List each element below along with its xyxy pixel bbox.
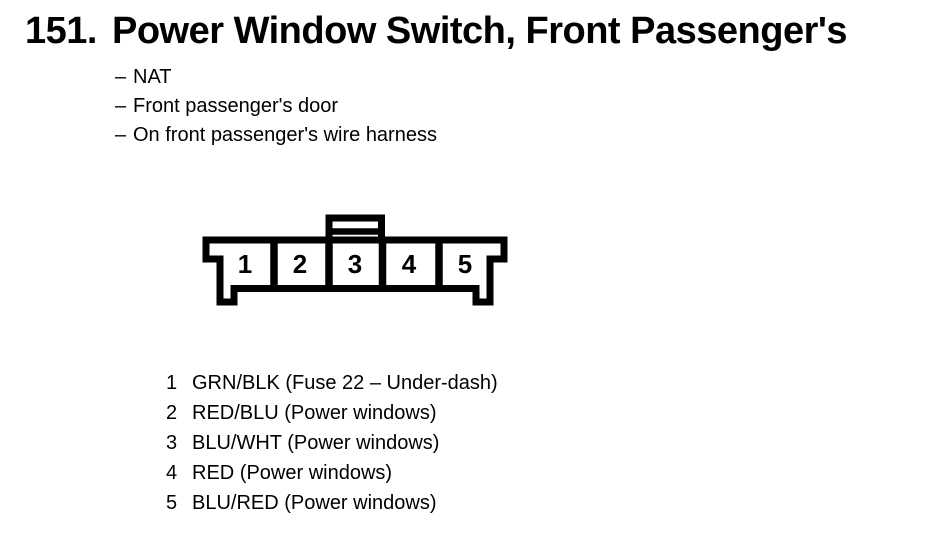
pinout-row: 4 RED (Power windows) xyxy=(166,458,498,488)
pinout-pin-number: 4 xyxy=(166,462,178,484)
note-row: – NAT xyxy=(115,63,437,92)
pinout-pin-number: 2 xyxy=(166,402,178,424)
note-text: NAT xyxy=(133,66,172,88)
note-row: – On front passenger's wire harness xyxy=(115,121,437,150)
pin-cavity-label: 1 xyxy=(238,249,252,279)
note-row: – Front passenger's door xyxy=(115,92,437,121)
pinout-wire-description: GRN/BLK (Fuse 22 – Under-dash) xyxy=(192,372,498,394)
pinout-pin-number: 5 xyxy=(166,492,178,514)
note-dash: – xyxy=(115,95,127,117)
connector-diagram: 1 2 3 4 5 xyxy=(202,214,508,306)
pinout-wire-description: RED/BLU (Power windows) xyxy=(192,402,437,424)
pinout-row: 2 RED/BLU (Power windows) xyxy=(166,398,498,428)
pinout-row: 1 GRN/BLK (Fuse 22 – Under-dash) xyxy=(166,368,498,398)
pin-cavity-label: 2 xyxy=(293,249,307,279)
note-text: On front passenger's wire harness xyxy=(133,124,437,146)
pinout-list: 1 GRN/BLK (Fuse 22 – Under-dash) 2 RED/B… xyxy=(166,368,498,518)
entry-header: 151. Power Window Switch, Front Passenge… xyxy=(25,10,848,52)
pinout-wire-description: BLU/WHT (Power windows) xyxy=(192,432,440,454)
entry-title: Power Window Switch, Front Passenger's xyxy=(112,10,848,52)
pin-cavity-label: 4 xyxy=(402,249,417,279)
connector-housing-outline xyxy=(202,236,508,306)
connector-cavity-dividers xyxy=(270,240,443,289)
pinout-wire-description: RED (Power windows) xyxy=(192,462,393,484)
pinout-wire-description: BLU/RED (Power windows) xyxy=(192,492,437,514)
note-text: Front passenger's door xyxy=(133,95,339,117)
note-dash: – xyxy=(115,124,127,146)
pin-cavity-label: 5 xyxy=(458,249,472,279)
note-dash: – xyxy=(115,66,127,88)
pinout-pin-number: 1 xyxy=(166,372,178,394)
pinout-pin-number: 3 xyxy=(166,432,178,454)
entry-notes: – NAT – Front passenger's door – On fron… xyxy=(115,63,437,150)
pinout-row: 3 BLU/WHT (Power windows) xyxy=(166,428,498,458)
pin-cavity-label: 3 xyxy=(348,249,362,279)
entry-number: 151. xyxy=(25,10,97,52)
pinout-row: 5 BLU/RED (Power windows) xyxy=(166,488,498,518)
